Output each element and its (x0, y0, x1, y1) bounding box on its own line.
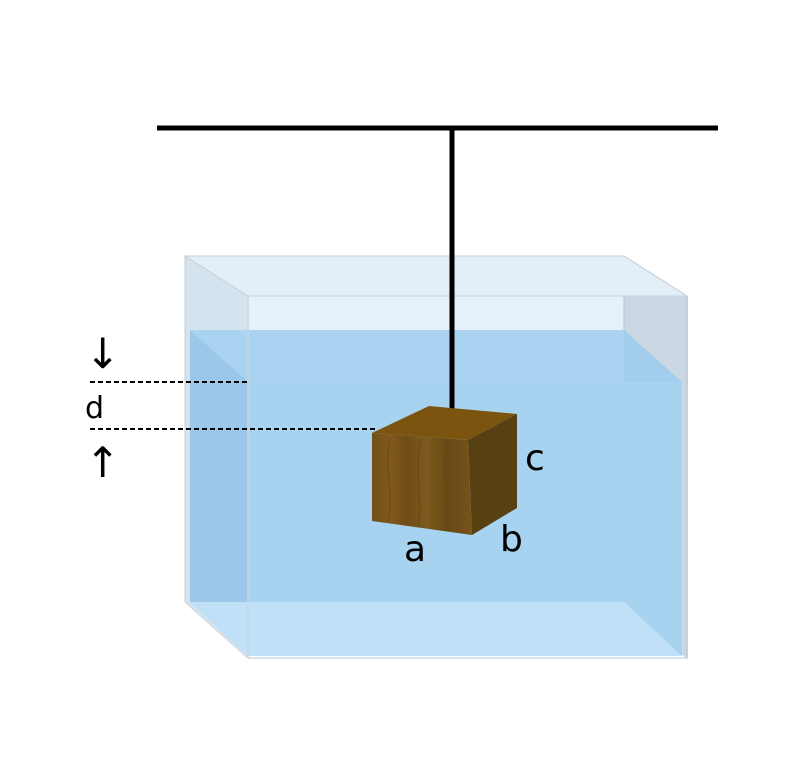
wooden-block (372, 406, 517, 535)
up-arrow-icon: ↑ (85, 438, 120, 487)
tank-front-edges (184, 296, 688, 659)
depth-indicator: ↓ ↑ d (85, 329, 376, 487)
tank-top-rim (183, 255, 689, 297)
water-bottom (190, 602, 682, 656)
down-arrow-icon: ↓ (85, 329, 120, 378)
block-side-face (468, 414, 517, 535)
height-label: c (525, 438, 545, 479)
wood-grain-lines (387, 437, 448, 532)
water-body-left (190, 330, 248, 656)
block-front-face (372, 433, 472, 535)
length-label: a (404, 529, 426, 570)
width-label: b (500, 519, 523, 560)
depth-label: d (85, 391, 104, 426)
block-top-face (372, 406, 517, 440)
